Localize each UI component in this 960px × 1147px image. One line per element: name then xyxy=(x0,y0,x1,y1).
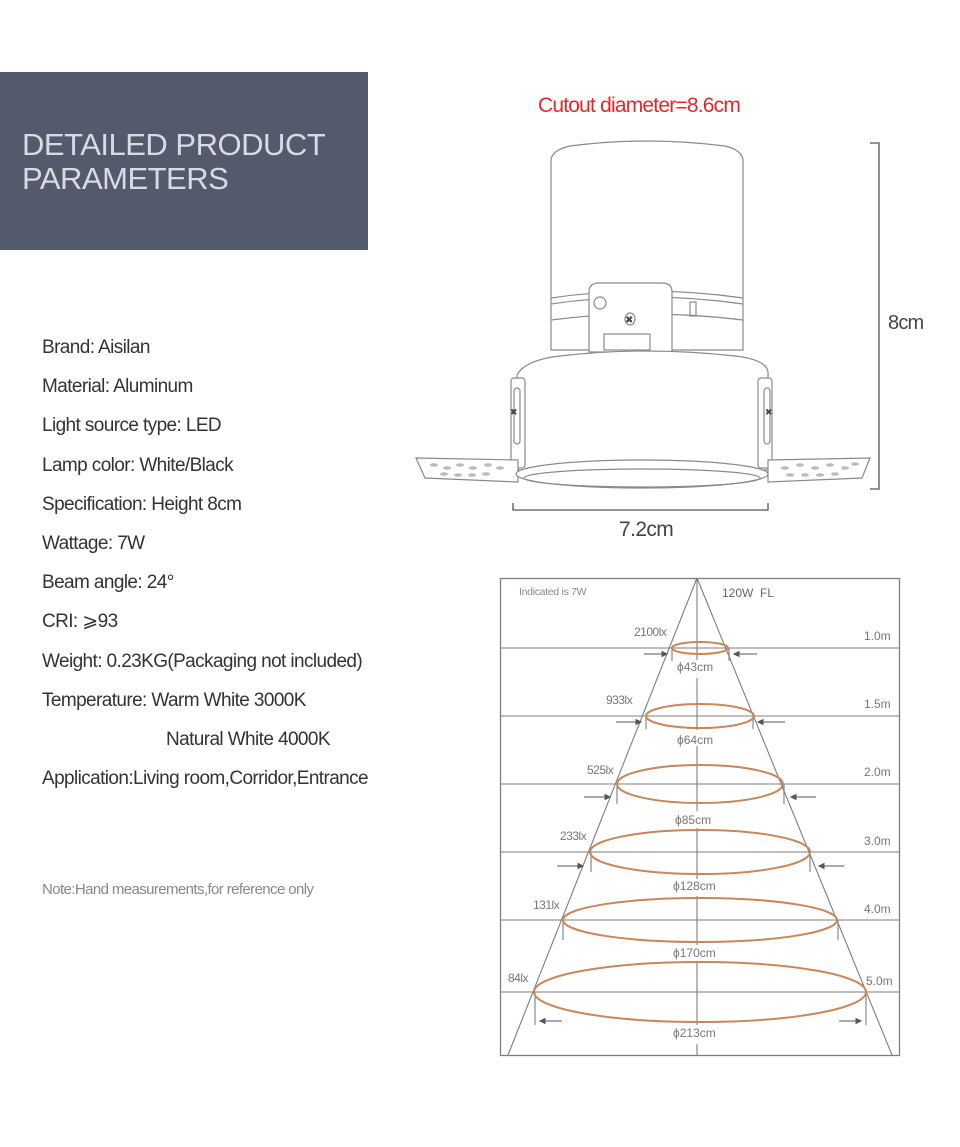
cutout-diameter-label: Cutout diameter=8.6cm xyxy=(538,94,741,117)
distance-label: 2.0m xyxy=(864,765,891,779)
page-title-line2: PARAMETERS xyxy=(22,161,229,196)
lux-label: 233lx xyxy=(560,829,587,843)
diameter-label: ϕ85cm xyxy=(675,813,712,827)
svg-text:✖: ✖ xyxy=(765,408,773,418)
beam-ellipses xyxy=(533,641,867,1023)
distance-label: 1.5m xyxy=(864,697,891,711)
diameter-label: ϕ170cm xyxy=(673,946,716,960)
measurement-note: Note:Hand measurements,for reference onl… xyxy=(42,881,314,898)
page-title: DETAILED PRODUCT PARAMETERS xyxy=(22,127,326,196)
diameter-label: ϕ64cm xyxy=(677,733,714,747)
arrow-icons xyxy=(538,650,863,1025)
spec-beam-angle: Beam angle: 24° xyxy=(42,572,174,594)
flange-holes xyxy=(430,462,859,477)
spec-wattage: Wattage: 7W xyxy=(42,532,145,554)
spec-lamp-color: Lamp color: White/Black xyxy=(42,454,234,476)
spec-temperature: Temperature: Warm White 3000K xyxy=(42,689,306,711)
lux-label: 131lx xyxy=(533,898,560,912)
lux-label: 2100lx xyxy=(634,625,667,639)
spec-temperature-alt: Natural White 4000K xyxy=(166,728,331,750)
spec-list: Brand: Aisilan Material: Aluminum Light … xyxy=(42,333,369,803)
distance-label: 3.0m xyxy=(864,834,891,848)
beam-diagram xyxy=(499,577,901,1057)
svg-text:✖: ✖ xyxy=(510,408,518,418)
width-dimension-label: 7.2cm xyxy=(619,518,674,541)
beam-note-left: Indicated is 7W xyxy=(519,586,587,598)
screw-icons: ✖ ✖ ✖ xyxy=(510,315,773,418)
lux-label: 525lx xyxy=(587,763,614,777)
page-title-line1: DETAILED PRODUCT xyxy=(22,127,326,162)
header-banner xyxy=(0,72,368,250)
distance-label: 4.0m xyxy=(864,902,891,916)
svg-text:✖: ✖ xyxy=(625,315,633,326)
spec-cri: CRI: ⩾93 xyxy=(42,611,118,633)
lux-label: 84lx xyxy=(508,971,529,985)
spec-material: Material: Aluminum xyxy=(42,376,193,398)
dimension-lines xyxy=(512,142,880,511)
lamp-illustration-icon xyxy=(415,140,871,489)
distance-label: 5.0m xyxy=(866,974,893,988)
spec-light-source: Light source type: LED xyxy=(42,415,222,437)
distance-label: 1.0m xyxy=(864,629,891,643)
spec-specification: Specification: Height 8cm xyxy=(42,493,242,515)
height-dimension-label: 8cm xyxy=(888,312,924,334)
diameter-label: ϕ213cm xyxy=(673,1026,716,1040)
spec-weight: Weight: 0.23KG(Packaging not included) xyxy=(42,650,363,672)
diameter-label: ϕ128cm xyxy=(673,879,716,893)
diameter-label: ϕ43cm xyxy=(677,660,714,674)
lux-label: 933lx xyxy=(606,693,633,707)
spec-application: Application:Living room,Corridor,Entranc… xyxy=(42,768,369,790)
beam-note-right: 120W FL xyxy=(722,586,775,600)
spec-brand: Brand: Aisilan xyxy=(42,337,150,358)
